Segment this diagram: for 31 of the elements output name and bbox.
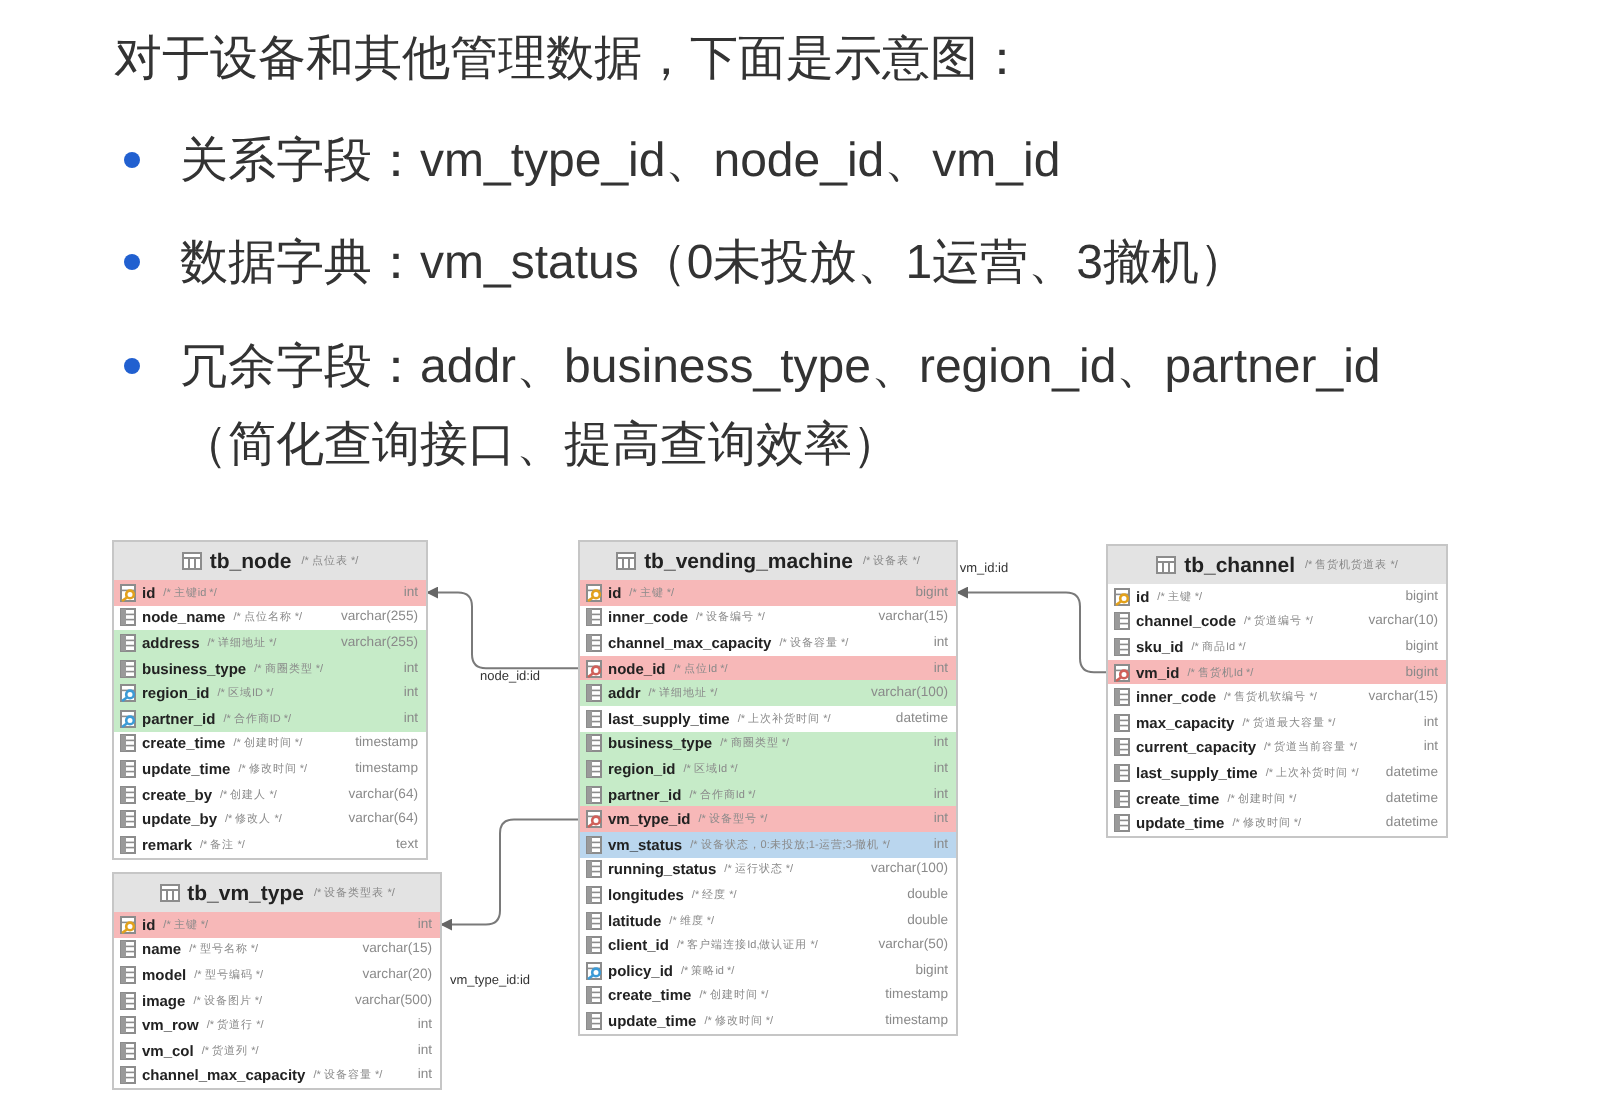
table-row	[1108, 659, 1446, 685]
list-item-text: 冗余字段：addr、business_type、region_id、partner_id（简化查询接口、提高查询效率）	[180, 337, 1383, 475]
table-row	[580, 806, 956, 832]
connector-arrow	[425, 586, 581, 670]
table-row	[114, 580, 426, 606]
list-item-text: 关系字段：vm_type_id、node_id、vm_id	[180, 131, 1063, 191]
table-row	[580, 857, 956, 883]
table-row	[580, 781, 956, 807]
table-row	[580, 580, 956, 606]
connector-arrow	[439, 818, 581, 931]
table-row	[580, 605, 956, 631]
table-row	[114, 731, 426, 757]
table-name: tb_vm_type	[187, 881, 304, 905]
entity-table	[112, 540, 428, 860]
connector-arrow	[955, 586, 1109, 674]
table-row	[580, 731, 956, 757]
list-item-text: 数据字典：vm_status（0未投放、1运营、3撤机）	[180, 233, 1249, 293]
table-row	[114, 912, 440, 938]
table-row	[580, 832, 956, 858]
table-name: tb_channel	[1184, 553, 1296, 577]
table-row	[580, 680, 956, 706]
entity-table	[112, 872, 442, 1091]
table-name: tb_vending_machine	[644, 549, 854, 573]
entity-table	[578, 540, 958, 1036]
intro-heading: 对于设备和其他管理数据，下面是示意图：	[114, 30, 1026, 90]
table-row	[114, 706, 426, 732]
table-row	[114, 630, 426, 656]
table-row	[580, 655, 956, 681]
table-name: tb_node	[209, 549, 292, 573]
entity-table	[1106, 544, 1448, 838]
table-row	[114, 605, 426, 631]
